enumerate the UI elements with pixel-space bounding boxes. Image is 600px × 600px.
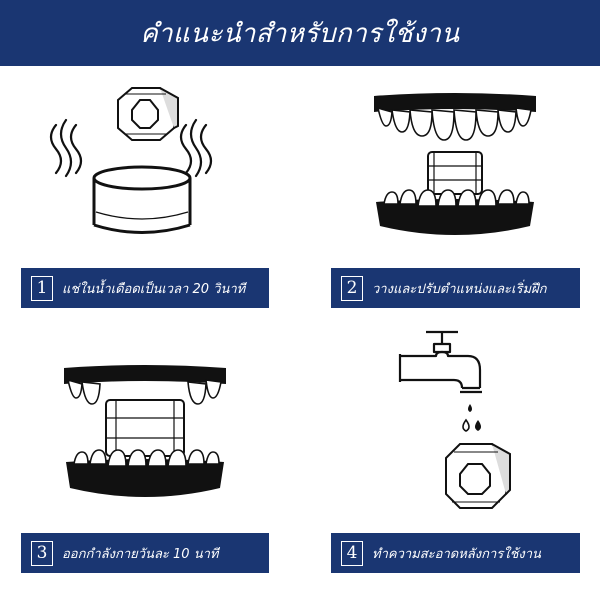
- step-number: 2: [341, 275, 363, 301]
- boiling-water-icon: [49, 87, 213, 234]
- step-number: 4: [341, 540, 363, 566]
- teeth-biting-icon: [64, 365, 226, 497]
- step-3-banner: 3 ออกกำลังกายวันละ 10 นาที: [21, 533, 269, 573]
- step-instruction: ออกกำลังกายวันละ 10 นาที: [62, 546, 219, 562]
- step-2-banner: 2 วางและปรับตำแหน่งและเริ่มฝึก: [331, 268, 580, 308]
- step-number: 3: [31, 540, 53, 566]
- step-instruction: วางและปรับตำแหน่งและเริ่มฝึก: [372, 281, 547, 297]
- faucet-cleaning-icon: [398, 330, 511, 509]
- step-4-banner: 4 ทำความสะอาดหลังการใช้งาน: [331, 533, 580, 573]
- step-instruction: ทำความสะอาดหลังการใช้งาน: [372, 546, 541, 562]
- step-instruction: แช่ในน้ำเดือดเป็นเวลา 20 วินาที: [62, 281, 246, 297]
- teeth-placement-icon: [374, 93, 536, 235]
- title-banner: คำแนะนำสำหรับการใช้งาน: [0, 0, 600, 66]
- step-number: 1: [31, 275, 53, 301]
- page-title: คำแนะนำสำหรับการใช้งาน: [140, 18, 460, 49]
- step-1-banner: 1 แช่ในน้ำเดือดเป็นเวลา 20 วินาที: [21, 268, 269, 308]
